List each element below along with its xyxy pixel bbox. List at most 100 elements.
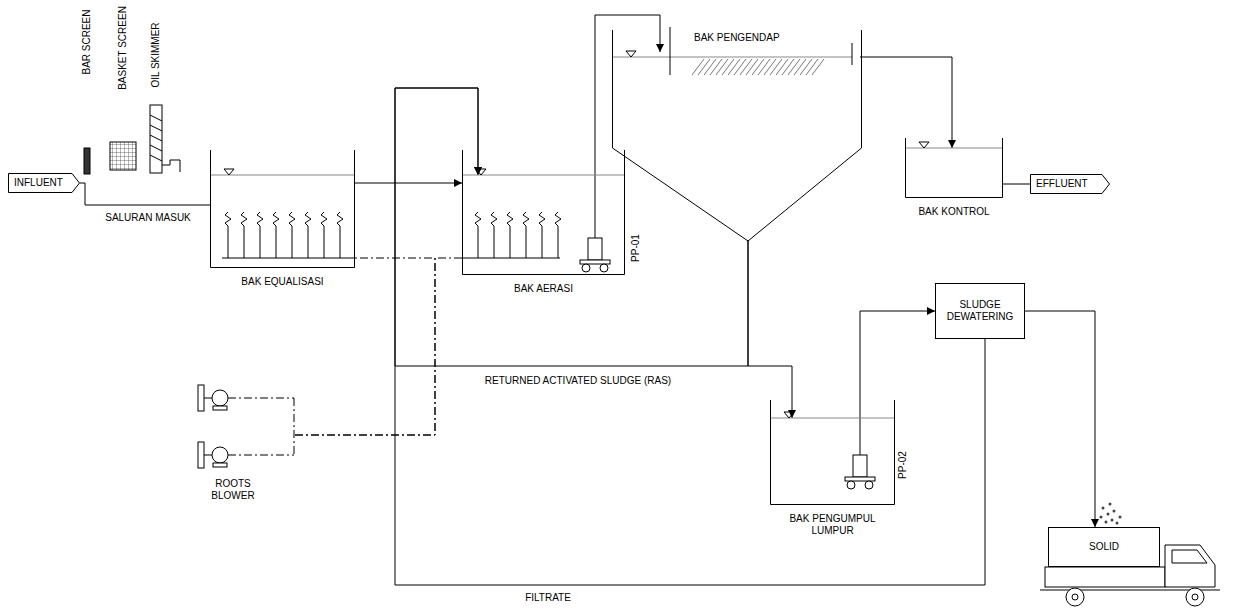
- diffuser: [523, 212, 529, 258]
- node-label: BAK AERASI: [462, 283, 625, 295]
- equipment-tag: PP-02: [897, 451, 909, 479]
- pipe-line: [860, 311, 935, 455]
- clarifier-wall: [613, 30, 862, 241]
- tank-label-holder: BAK PENGUMPUL LUMPUR: [778, 513, 887, 537]
- node-label: BAK EQUALISASI: [210, 276, 355, 288]
- node-label: ROOTS BLOWER: [203, 478, 263, 502]
- pipe-line: [1025, 311, 1095, 527]
- water-level-mark: [476, 169, 486, 175]
- blower-pipe: [204, 455, 212, 456]
- tank-label-holder: BAK EQUALISASI: [210, 276, 355, 288]
- equipment-tag: OIL SKIMMER: [150, 22, 162, 87]
- water-line: [906, 148, 1002, 149]
- air-line: [228, 455, 294, 456]
- node-label: SLUDGE DEWATERING: [942, 299, 1018, 323]
- blower-pipe: [204, 398, 212, 399]
- diffuser: [241, 212, 247, 258]
- edge-label: RETURNED ACTIVATED SLUDGE (RAS): [482, 375, 674, 387]
- hatch: [812, 59, 824, 75]
- water-level-mark: [626, 51, 636, 57]
- pipe-line: [355, 183, 462, 184]
- hatch: [794, 59, 806, 75]
- tank-outline: [905, 138, 1003, 198]
- diffuser-grid: [222, 212, 561, 258]
- influent-tag: INFLUENT: [8, 173, 80, 193]
- hatch: [800, 59, 812, 75]
- equalization-tank: BAK EQUALISASI: [210, 150, 355, 298]
- node-label: SOLID: [1089, 541, 1119, 553]
- tank-outline: [770, 400, 895, 505]
- control-tank: BAK KONTROL: [905, 138, 1003, 226]
- diffuser: [507, 212, 513, 258]
- inlet-baffle: [670, 27, 671, 75]
- tank-wall: [211, 150, 355, 268]
- water-level-mark: [919, 142, 929, 148]
- hatch: [806, 59, 818, 75]
- diffuser: [539, 212, 545, 258]
- equipment-tag: BAR SCREEN: [81, 9, 93, 74]
- air-line: [228, 398, 294, 399]
- hatch: [746, 59, 758, 75]
- node-label: BAK KONTROL: [913, 206, 995, 218]
- bar-screen: [84, 148, 90, 174]
- hatch: [722, 59, 734, 75]
- pipe-line: [1003, 184, 1030, 185]
- diffuser: [273, 212, 279, 258]
- pipe-line: [860, 57, 952, 148]
- blower-label-holder: ROOTS BLOWER: [203, 478, 263, 502]
- pump-pp01: [580, 238, 610, 272]
- edge-label: FILTRATE: [522, 592, 574, 604]
- oil-skimmer: [150, 105, 180, 173]
- hatch: [740, 59, 752, 75]
- tank-wall: [771, 400, 895, 505]
- hatch: [692, 59, 704, 75]
- outlet-weir: [852, 43, 853, 65]
- pipe-line: [595, 15, 660, 238]
- blower-base: [213, 463, 227, 467]
- water-level-mark: [784, 412, 794, 418]
- pipe-line: [80, 183, 210, 205]
- tank-outline: [210, 150, 355, 268]
- hatch: [710, 59, 722, 75]
- tank-label-holder: BAK KONTROL: [913, 206, 995, 218]
- dewatering-box: SLUDGE DEWATERING: [935, 283, 1025, 339]
- water-level-mark: [224, 169, 234, 175]
- sludge-tank: BAK PENGUMPUL LUMPUR: [770, 400, 895, 542]
- hatch: [758, 59, 770, 75]
- tag-shape: [9, 174, 80, 193]
- diffuser: [225, 212, 231, 258]
- node-label: EFFLUENT: [1036, 178, 1088, 190]
- blower-body: [212, 390, 228, 406]
- clarifier-tank: BAK PENGENDAP: [612, 25, 862, 243]
- water-line: [463, 175, 624, 176]
- tank-wall: [463, 150, 625, 275]
- tank-wall: [906, 138, 1003, 198]
- node-label: INFLUENT: [14, 177, 63, 189]
- hatch: [788, 59, 800, 75]
- hatch: [770, 59, 782, 75]
- equipment-tag: BASKET SCREEN: [117, 6, 129, 90]
- diffuser: [475, 212, 481, 258]
- diffuser: [305, 212, 311, 258]
- pipe-line: [395, 88, 985, 585]
- hatch: [776, 59, 788, 75]
- diffuser: [321, 212, 327, 258]
- hatch: [764, 59, 776, 75]
- diffuser: [555, 212, 561, 258]
- pump-pp02: [845, 455, 875, 489]
- diffuser: [491, 212, 497, 258]
- channel-label: SALURAN MASUK: [105, 212, 191, 224]
- diffuser: [337, 212, 343, 258]
- blower-filter: [198, 385, 204, 411]
- solid-tank: SOLID: [1048, 527, 1160, 567]
- hatch: [704, 59, 716, 75]
- air-line: [294, 398, 295, 455]
- blower-body: [212, 447, 228, 463]
- node-label: BAK PENGUMPUL LUMPUR: [778, 513, 887, 537]
- tank-outline: [462, 150, 625, 275]
- hatch: [782, 59, 794, 75]
- hatch: [734, 59, 746, 75]
- hatch: [698, 59, 710, 75]
- tank-label-holder: BAK AERASI: [462, 283, 625, 295]
